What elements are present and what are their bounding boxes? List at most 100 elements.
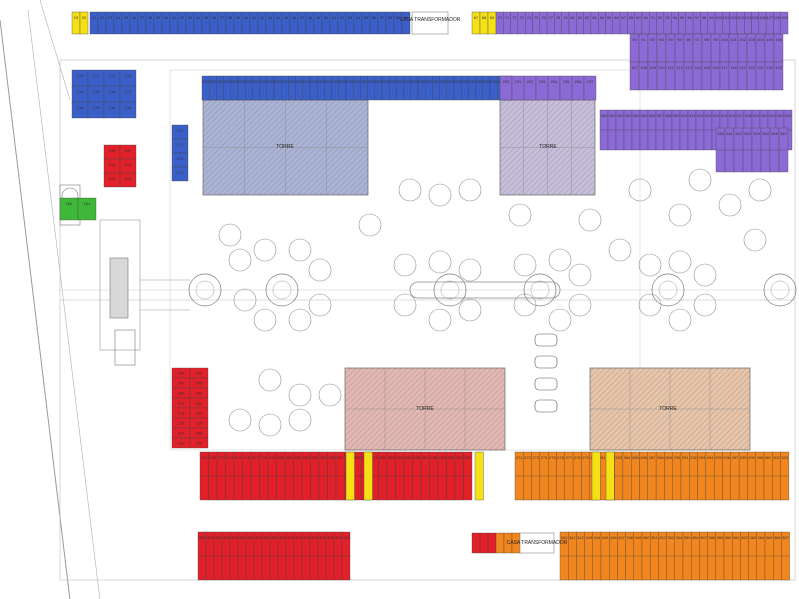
slot-number: 301 bbox=[207, 535, 214, 540]
slot-number: 285 bbox=[632, 455, 639, 460]
slot-number: 300 bbox=[199, 535, 206, 540]
slot-number: 97 bbox=[695, 15, 700, 20]
tree bbox=[693, 263, 717, 287]
slot-number: 286 bbox=[640, 455, 647, 460]
slot-number: 300 bbox=[601, 113, 608, 118]
tree bbox=[288, 383, 312, 407]
slot-number: 300 bbox=[757, 455, 764, 460]
slot-number: 292 bbox=[690, 455, 697, 460]
slot-number: 230 bbox=[418, 79, 425, 84]
car bbox=[534, 377, 558, 391]
slot-number: 317 bbox=[335, 535, 342, 540]
slot-number: 290 bbox=[674, 455, 681, 460]
slot-number: 69 bbox=[490, 15, 495, 20]
slot-number: 343 bbox=[585, 535, 592, 540]
slot-number: 131 bbox=[125, 105, 132, 110]
slot-number: 206 bbox=[245, 79, 252, 84]
slot-number: 306 bbox=[247, 535, 254, 540]
slot-number: 223 bbox=[368, 79, 375, 84]
tree bbox=[398, 178, 422, 202]
slot-number: 102 bbox=[739, 37, 746, 42]
slot-number: 348 bbox=[626, 535, 633, 540]
slot-number: 48 bbox=[308, 15, 313, 20]
towers bbox=[202, 99, 751, 451]
slot-number: 208 bbox=[196, 381, 203, 386]
slot-number: 116 bbox=[712, 65, 719, 70]
tree bbox=[508, 203, 532, 227]
slot-number: 155 bbox=[125, 176, 132, 181]
slot-number: 218 bbox=[332, 79, 339, 84]
slot-number: 296 bbox=[723, 455, 730, 460]
slot-number: 109 bbox=[781, 15, 788, 20]
slot-number: 23 bbox=[108, 15, 113, 20]
slot-number: 221 bbox=[353, 79, 360, 84]
slot-number: 358 bbox=[708, 535, 715, 540]
slot-number: 45 bbox=[284, 15, 289, 20]
tree bbox=[688, 168, 712, 192]
slot-number: 50 bbox=[324, 15, 329, 20]
slot-number: 117 bbox=[721, 65, 728, 70]
slot-number: 281 bbox=[286, 455, 293, 460]
slot-number: 118 bbox=[730, 65, 737, 70]
slot-number: 283 bbox=[303, 455, 310, 460]
slot-number: 111 bbox=[667, 65, 674, 70]
slot-number: 288 bbox=[657, 455, 664, 460]
slot-number: 294 bbox=[396, 455, 403, 460]
slot-number: 26 bbox=[132, 15, 137, 20]
transformer-top-label: CASA TRANSFORMADOR bbox=[400, 17, 461, 23]
slot-number: 310 bbox=[681, 113, 688, 118]
tower-4-label: TORRE bbox=[659, 406, 677, 412]
slot-number: 123 bbox=[125, 73, 132, 78]
slot-number: 277 bbox=[252, 455, 259, 460]
slot-number: 94 bbox=[668, 37, 673, 42]
slot-number: 59 bbox=[396, 15, 401, 20]
plaza-fountain bbox=[763, 273, 797, 307]
slot-number: 229 bbox=[411, 79, 418, 84]
slot-number: 347 bbox=[618, 535, 625, 540]
parking-slot bbox=[119, 172, 137, 188]
slot-number: 313 bbox=[705, 113, 712, 118]
slot-number: 345 bbox=[602, 535, 609, 540]
slot-number: 124 bbox=[77, 89, 84, 94]
slot-number: 105 bbox=[752, 15, 759, 20]
plaza-fountain bbox=[433, 273, 467, 307]
slot-number: 44 bbox=[276, 15, 281, 20]
slot-number: 231 bbox=[515, 79, 522, 84]
tree bbox=[548, 248, 572, 272]
slot-number: 301 bbox=[456, 455, 463, 460]
slot-number: 95 bbox=[680, 15, 685, 20]
slot-number: 302 bbox=[617, 113, 624, 118]
slot-number: 294 bbox=[707, 455, 714, 460]
tree bbox=[513, 293, 537, 317]
slot-number: 121 bbox=[757, 65, 764, 70]
slot-number: 312 bbox=[697, 113, 704, 118]
tree bbox=[253, 238, 277, 262]
slot-number: 317 bbox=[737, 113, 744, 118]
slot-number: 226 bbox=[389, 79, 396, 84]
slot-number: 49 bbox=[316, 15, 321, 20]
slot-number: 342 bbox=[735, 131, 742, 136]
slot-number: 353 bbox=[667, 535, 674, 540]
tree bbox=[318, 383, 342, 407]
slot-number: 126 bbox=[109, 89, 116, 94]
slot-number: 230 bbox=[503, 79, 510, 84]
slot-number: 216 bbox=[196, 421, 203, 426]
slot-number: 322 bbox=[777, 113, 784, 118]
slot-number: 276 bbox=[243, 455, 250, 460]
slot-number: 278 bbox=[260, 455, 267, 460]
parking-slot-accent bbox=[591, 451, 601, 501]
slot-number: 129 bbox=[93, 105, 100, 110]
slot-number: 35 bbox=[204, 15, 209, 20]
slot-number: 292 bbox=[379, 455, 386, 460]
slot-number: 210 bbox=[196, 391, 203, 396]
parking-slot bbox=[171, 166, 189, 182]
slot-number: 222 bbox=[361, 79, 368, 84]
parking-slot-accent bbox=[471, 532, 481, 554]
slot-number: 282 bbox=[294, 455, 301, 460]
slot-number: 119 bbox=[739, 65, 746, 70]
slot-number: 55 bbox=[364, 15, 369, 20]
slot-number: 275 bbox=[549, 455, 556, 460]
slot-number: 274 bbox=[541, 455, 548, 460]
slot-number: 359 bbox=[717, 535, 724, 540]
central-promenade bbox=[409, 281, 561, 299]
